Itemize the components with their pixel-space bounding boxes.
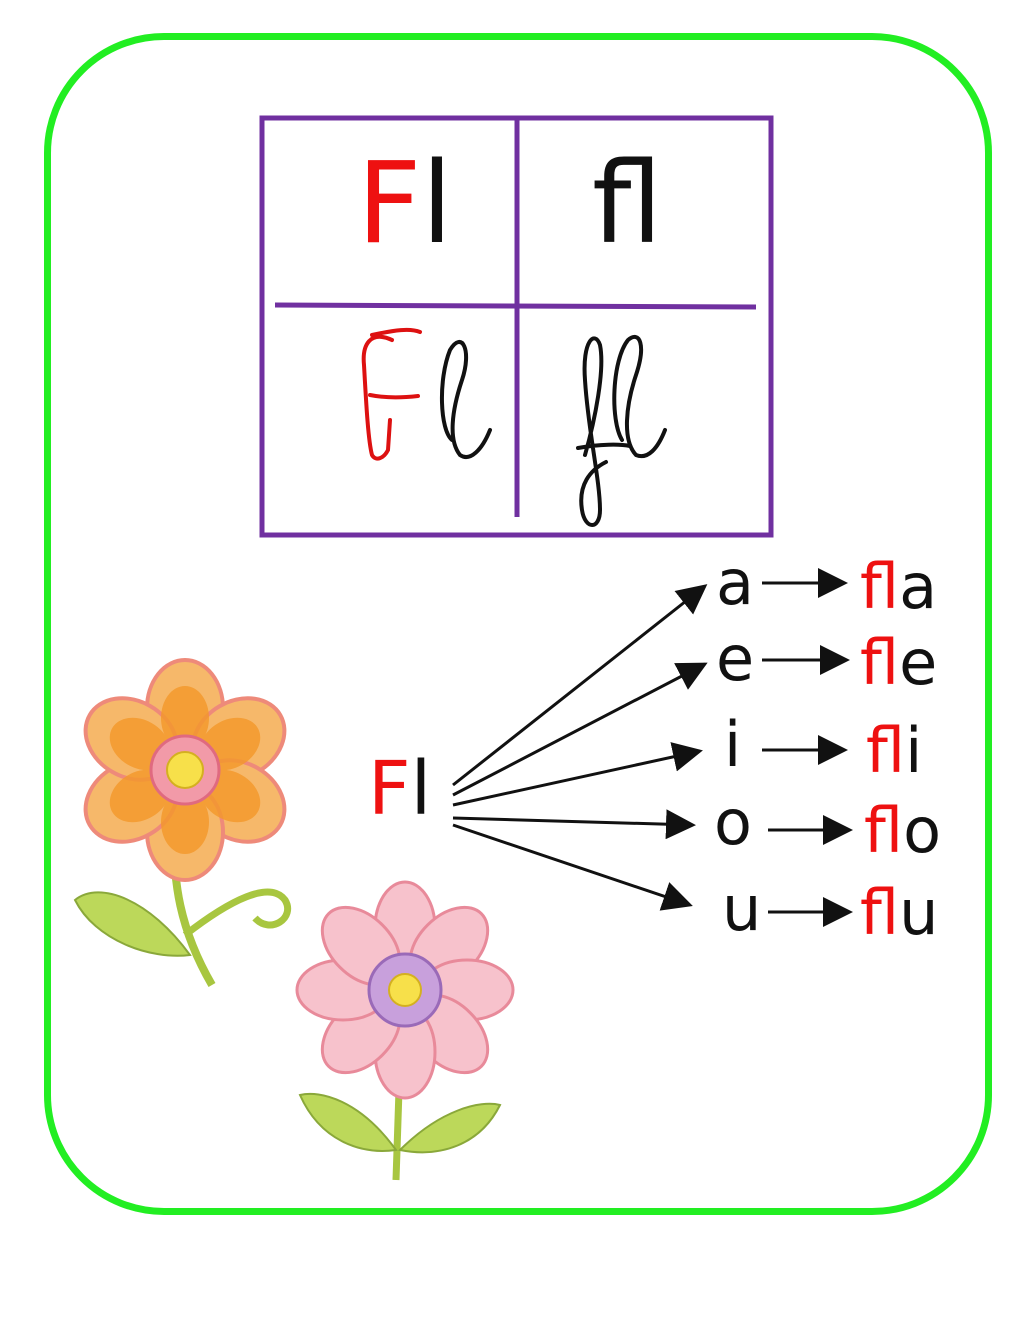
syllable-fla: fla	[860, 550, 938, 623]
syllable-fli: fli	[866, 714, 923, 787]
table-border	[259, 115, 774, 538]
vowel-o: o	[714, 786, 752, 859]
vowel-a: a	[716, 546, 754, 619]
table-horizontal-divider	[274, 302, 757, 310]
print-lowercase-fl: fl	[592, 139, 663, 269]
vowel-e: e	[716, 622, 755, 695]
print-uppercase-fl: Fl	[357, 139, 453, 269]
syllable-fle: fle	[860, 626, 938, 699]
arrow-to-e	[452, 662, 708, 797]
arrow-to-u	[452, 823, 693, 911]
cursive-lowercase-fl	[576, 335, 667, 527]
syllable-flo: flo	[864, 794, 941, 867]
vowel-u: u	[722, 872, 762, 945]
arrow-to-a	[452, 584, 708, 787]
cursive-uppercase-fl	[361, 327, 492, 461]
arrow-to-i	[452, 742, 703, 807]
arrow-to-o	[452, 809, 696, 840]
card-frame	[44, 33, 992, 1215]
vowel-i: i	[724, 708, 742, 781]
root-syllable-fl: Fl	[368, 746, 432, 832]
syllable-flu: flu	[860, 876, 939, 949]
